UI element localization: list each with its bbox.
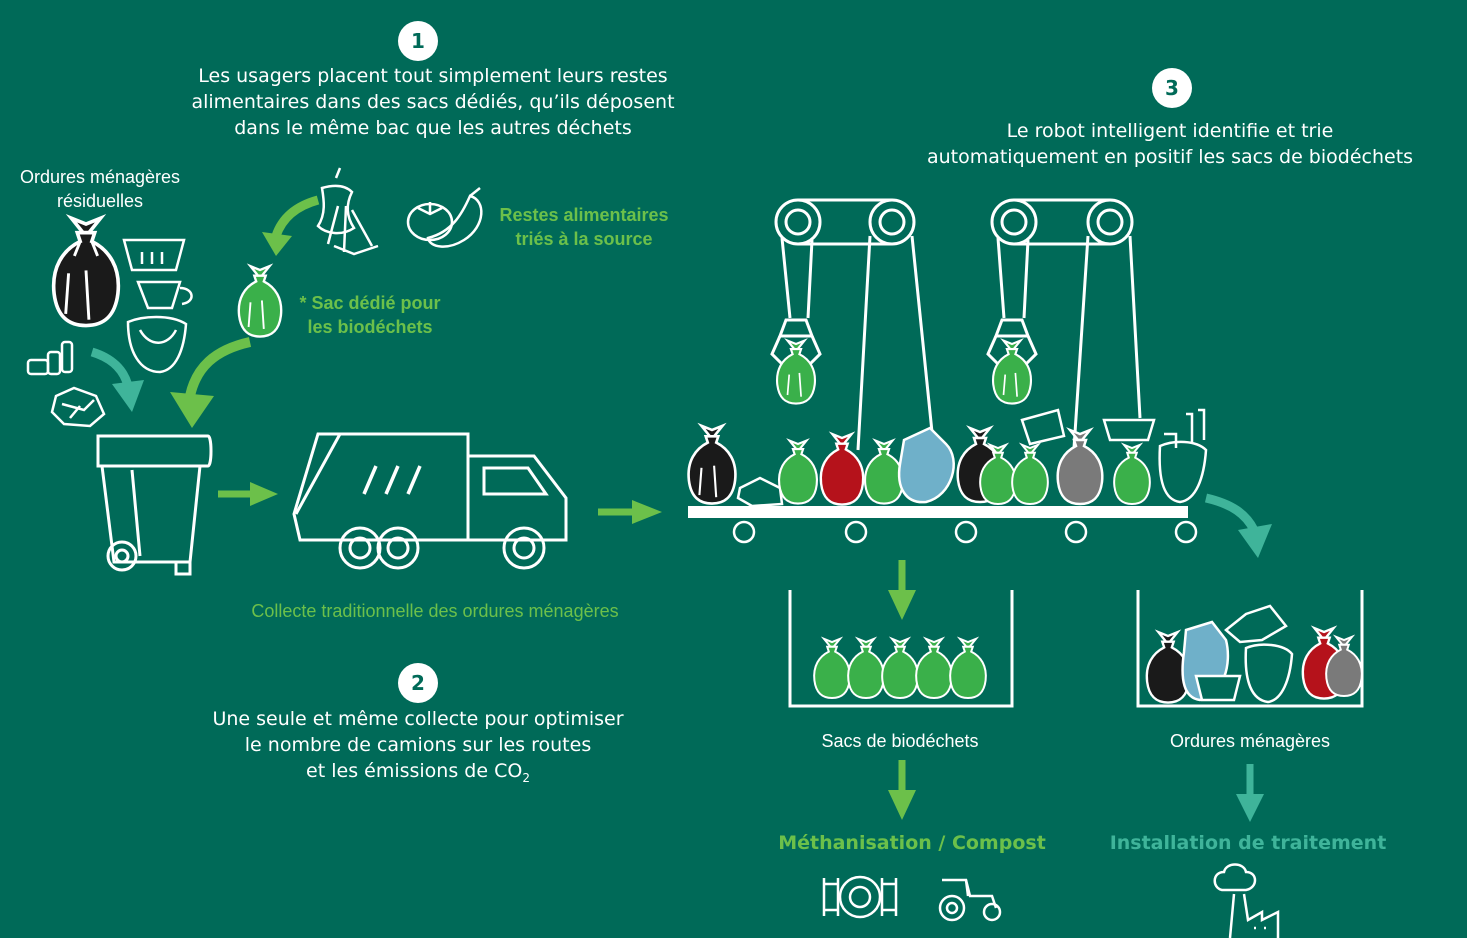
- factory-icon: [1213, 863, 1280, 938]
- dedicated-bag-line-2: les biodéchets: [307, 317, 433, 337]
- apple-core-icon: [316, 167, 356, 235]
- belt-items: [687, 408, 1208, 508]
- curved-arrow-bag-to-bin: [170, 337, 252, 428]
- step-3-badge: 3: [1152, 68, 1192, 108]
- cup-icon: [136, 280, 193, 310]
- robot-arm-2-icon: [986, 198, 1142, 449]
- step-1-line-1: Les usagers placent tout simplement leur…: [198, 65, 668, 87]
- biowaste-bin-icon: [788, 590, 1014, 708]
- sorted-green-bags: [813, 637, 987, 700]
- step-2-line-2: le nombre de camions sur les routes: [244, 734, 592, 756]
- step-3-number: 3: [1165, 76, 1179, 100]
- curved-arrow-food-to-bag: [262, 195, 320, 256]
- step-3-text: Le robot intelligent identifie et trie a…: [860, 118, 1467, 170]
- arrow-bin-to-truck: [218, 482, 278, 506]
- held-green-bag-2-icon: [991, 339, 1033, 405]
- dedicated-bag-line-1: * Sac dédié pour: [299, 293, 441, 313]
- basket-icon: [122, 238, 186, 272]
- collection-label: Collecte traditionnelle des ordures ména…: [251, 601, 619, 621]
- step-2-text: Une seule et même collecte pour optimise…: [128, 706, 708, 791]
- residual-waste-line-1: Ordures ménagères: [19, 167, 181, 187]
- food-waste-line-2: triés à la source: [515, 229, 653, 249]
- arrow-down-biowaste: [888, 560, 916, 620]
- robot-arm-icon: [770, 198, 934, 451]
- tomato-icon: [406, 202, 454, 242]
- dedicated-bag-label: * Sac dédié pour les biodéchets: [290, 291, 450, 339]
- household-waste-label: Ordures ménagères: [1169, 731, 1331, 751]
- arrow-curve-household: [1204, 493, 1272, 558]
- step-3-line-1: Le robot intelligent identifie et trie: [1006, 120, 1334, 142]
- co2-subscript: 2: [522, 770, 530, 785]
- banana-peel-icon: [326, 205, 379, 256]
- treatment-label: Installation de traitement: [1109, 832, 1387, 854]
- conveyor-belt-icon: [688, 506, 1198, 544]
- tractor-icon: [938, 878, 1002, 922]
- step-1-badge: 1: [398, 21, 438, 61]
- arrow-to-methanisation: [888, 760, 916, 820]
- household-bin-icon: [1136, 590, 1364, 708]
- biowaste-bags-label: Sacs de biodéchets: [821, 731, 979, 751]
- step-2-number: 2: [411, 671, 425, 695]
- methanisation-label: Méthanisation / Compost: [778, 832, 1046, 854]
- step-2-line-1: Une seule et même collecte pour optimise…: [212, 708, 624, 730]
- co2-text: et les émissions de CO: [306, 760, 523, 782]
- diaper-icon: [126, 315, 188, 374]
- food-waste-label: Restes alimentaires triés à la source: [484, 203, 684, 251]
- arrow-to-treatment: [1236, 764, 1264, 822]
- step-1-line-3: dans le même bac que les autres déchets: [234, 117, 632, 139]
- residual-waste-line-2: résiduelles: [56, 191, 144, 211]
- eggplant-icon: [426, 187, 483, 248]
- step-1-number: 1: [411, 29, 425, 53]
- green-bag-icon: [237, 265, 283, 338]
- residual-waste-label: Ordures ménagères résiduelles: [0, 165, 200, 213]
- digester-icon: [822, 875, 898, 919]
- crumpled-paper-icon: [50, 386, 106, 428]
- food-waste-line-1: Restes alimentaires: [499, 205, 669, 225]
- curved-arrow-waste-to-bin: [90, 347, 144, 412]
- garbage-truck-icon: [292, 432, 568, 570]
- step-1-line-2: alimentaires dans des sacs dédiés, qu’il…: [191, 91, 675, 113]
- arrow-truck-to-robot: [598, 500, 662, 524]
- step-2-line-3: et les émissions de CO2: [128, 758, 708, 791]
- sorted-household-waste: [1145, 604, 1363, 704]
- bottles-icon: [26, 340, 74, 376]
- black-bag-icon: [51, 216, 121, 328]
- step-3-line-2: automatiquement en positif les sacs de b…: [926, 146, 1414, 168]
- held-green-bag-icon: [775, 339, 817, 405]
- step-2-badge: 2: [398, 663, 438, 703]
- wheelie-bin-icon: [96, 434, 213, 576]
- step-1-text: Les usagers placent tout simplement leur…: [118, 63, 748, 141]
